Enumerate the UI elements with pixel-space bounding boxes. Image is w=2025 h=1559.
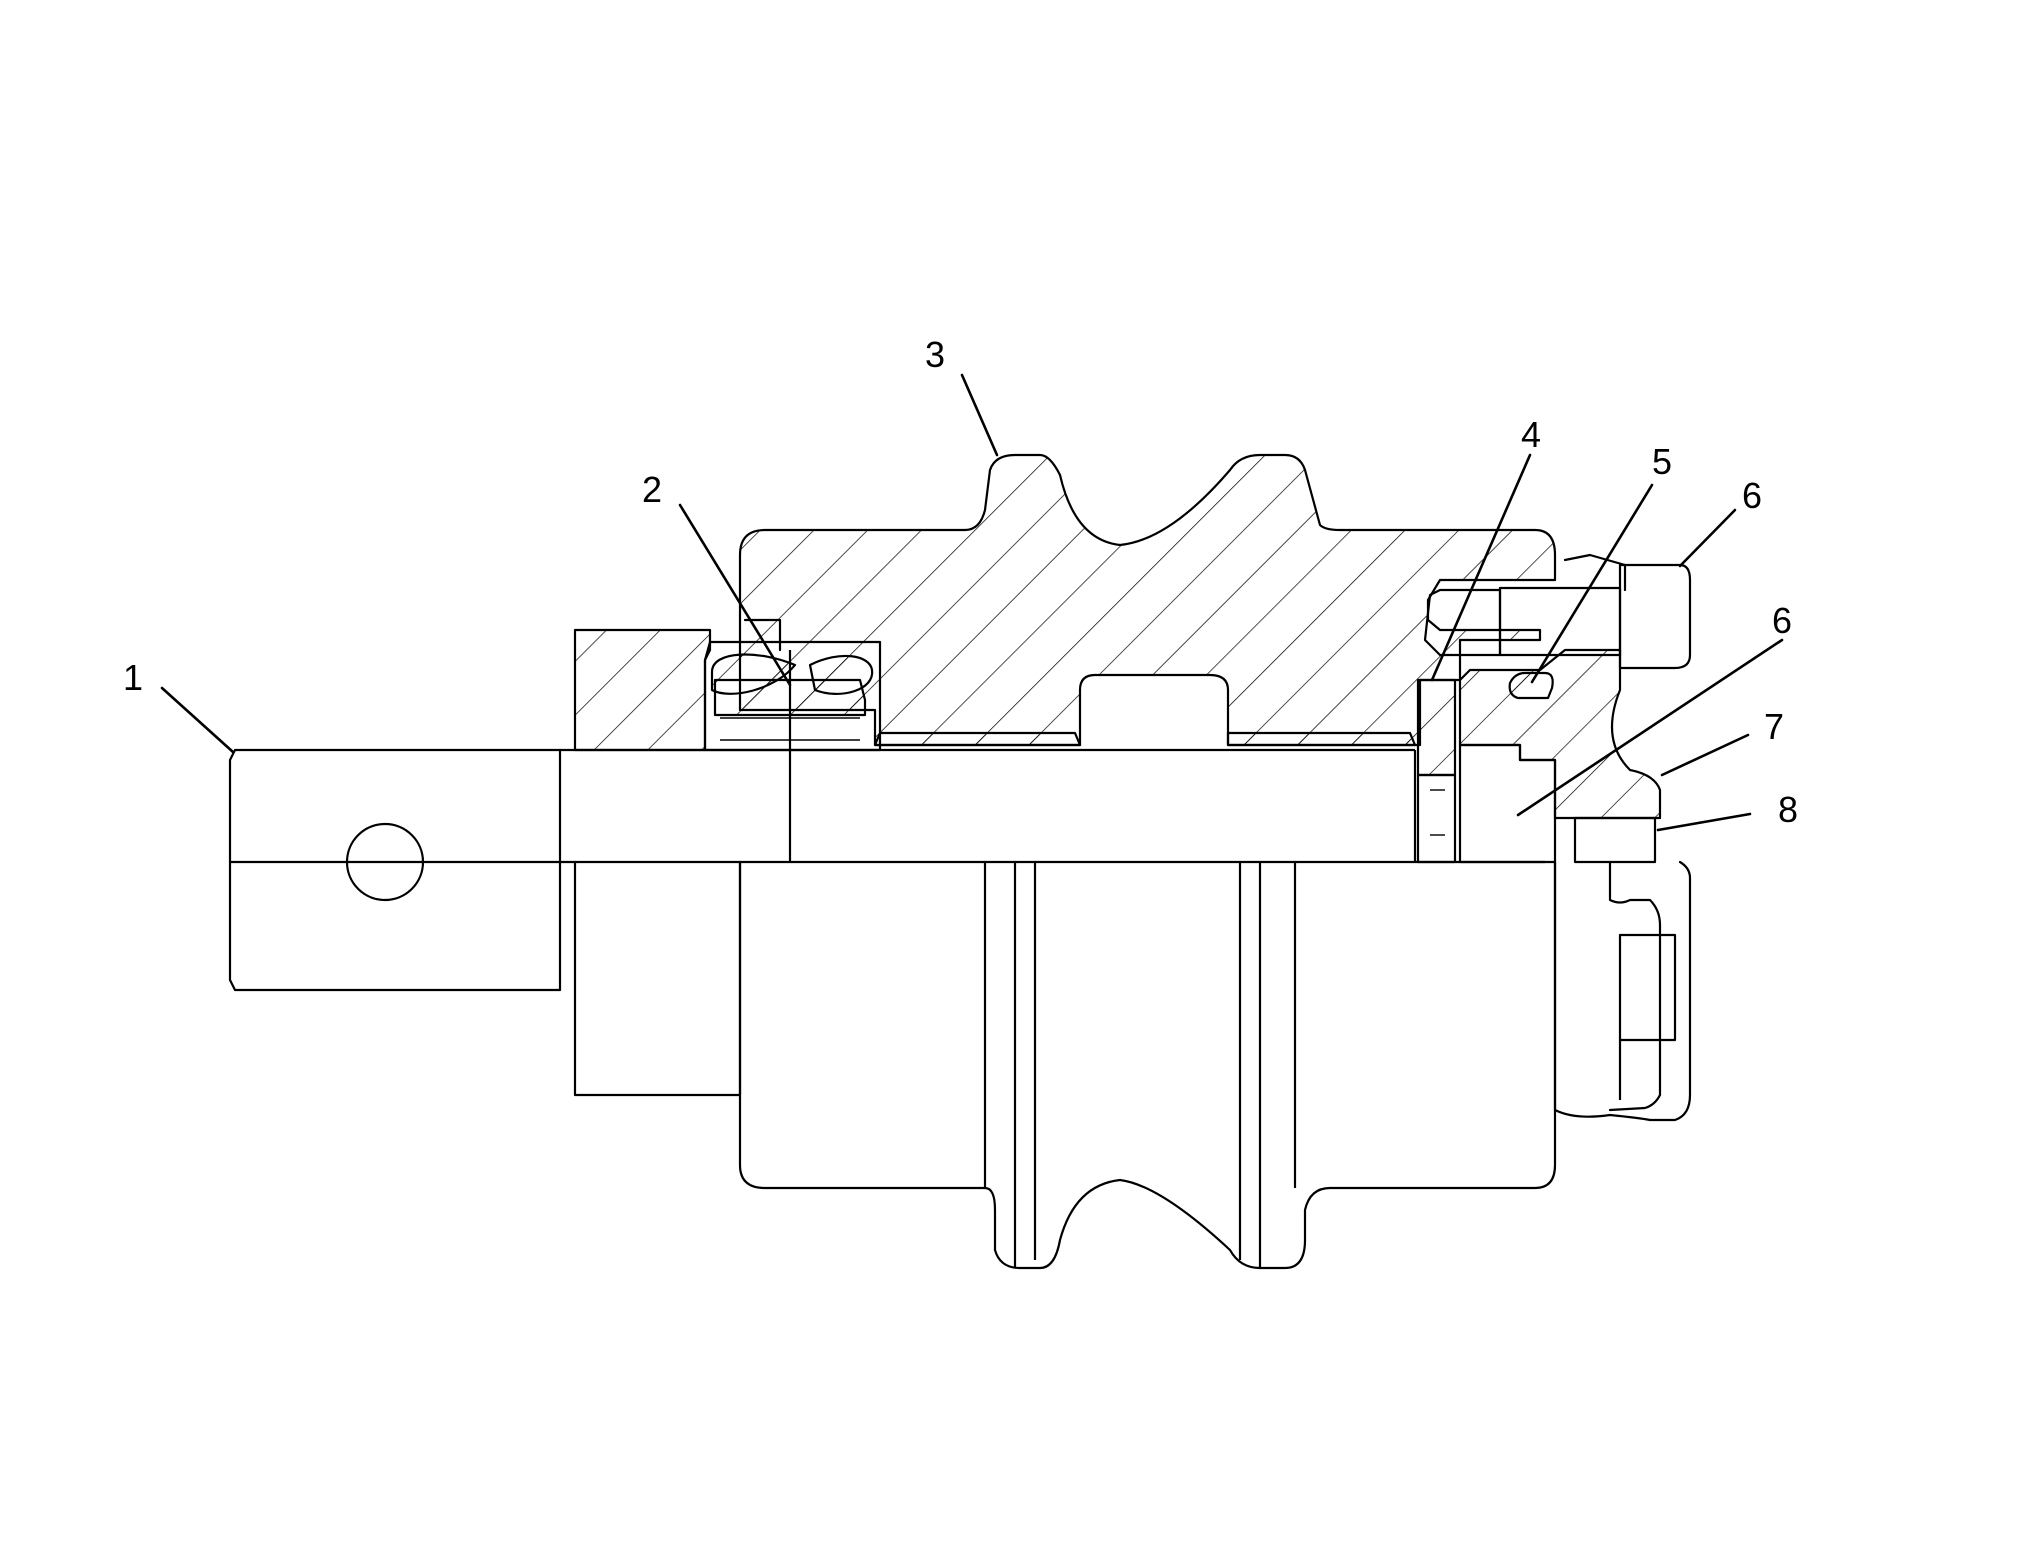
leader-7 [1660,733,1750,777]
leader-1 [160,686,235,754]
roller-shell-section [738,453,1557,1270]
end-cap-outline [1553,860,1692,1122]
callout-7: 7 [1764,706,1784,747]
callout-8: 8 [1778,789,1798,830]
leader-4 [1430,453,1532,682]
leader-6a [1678,508,1737,568]
callout-5: 5 [1652,441,1672,482]
thrust-washer [1416,678,1457,864]
leader-2 [678,503,792,687]
bushings [873,731,1417,747]
o-ring [1508,671,1554,700]
callout-3: 3 [925,334,945,375]
callout-1: 1 [123,657,143,698]
callout-2: 2 [642,469,662,510]
shaft-cross-hole [345,822,425,902]
callout-4: 4 [1521,414,1541,455]
leader-6b [1516,638,1784,817]
leader-8 [1656,812,1752,832]
leader-3 [960,373,999,457]
leader-5 [1530,483,1654,684]
end-retainer [1458,553,1662,864]
cap-bolt-lower [1573,816,1657,864]
leader-lines [160,373,1784,832]
callout-6b: 6 [1772,600,1792,641]
callouts: 1 2 3 4 5 6 6 7 8 [123,334,1798,830]
cap-bolt-upper [1423,563,1692,670]
callout-6a: 6 [1742,475,1762,516]
